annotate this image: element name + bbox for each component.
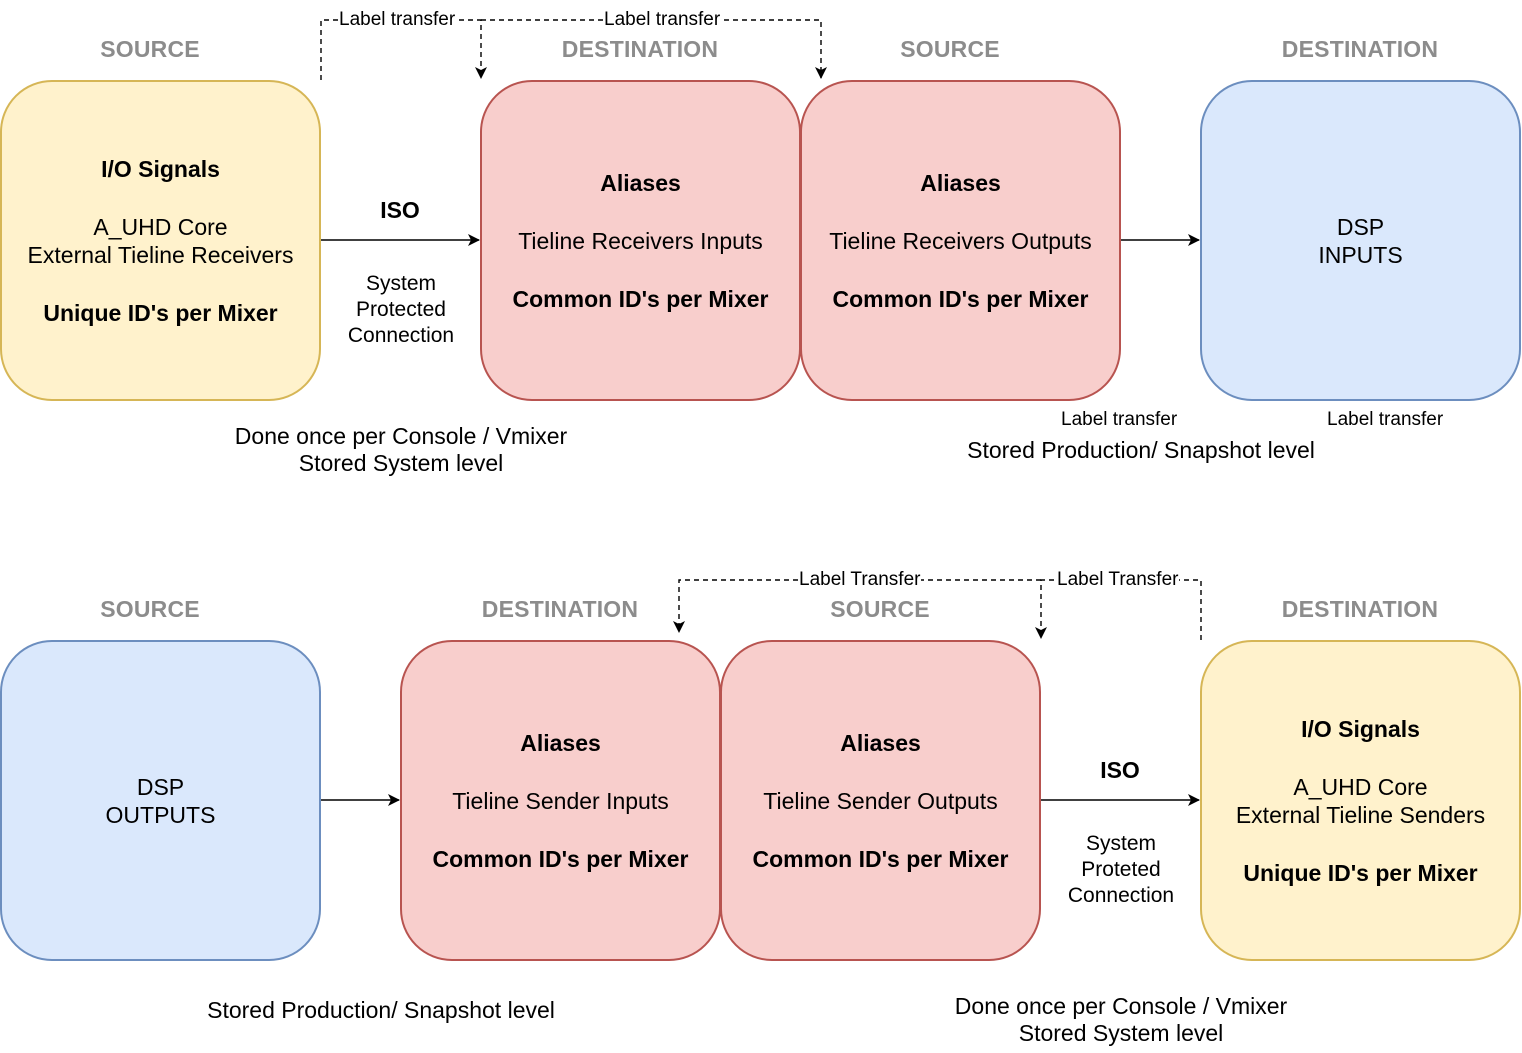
top-note-left-line-2: Stored System level [298,450,504,477]
bottom-io-title: I/O Signals [1301,715,1420,742]
bottom-io-id-text: Unique ID's per Mixer [1243,859,1478,886]
top-label-transfer-4: Label transfer [1326,409,1445,432]
top-alias-out-title: Aliases [920,169,1001,196]
top-label-transfer-1: Label transfer [338,9,457,32]
bottom-io-line1: A_UHD Core [1293,773,1428,800]
top-alias-in-title: Aliases [600,169,681,196]
bottom-system-connection: System Proteted Connection [1040,831,1202,909]
top-dsp-inputs-box: DSP INPUTS [1200,80,1521,401]
bottom-role-source-1: SOURCE [100,596,200,622]
bottom-label-transfer-2: Label Transfer [1056,569,1180,592]
bottom-io-signals-box: I/O Signals A_UHD Core External Tieline … [1200,640,1521,961]
top-role-source-2: SOURCE [900,36,1000,62]
top-iso-label: ISO [380,197,420,223]
top-system-line-2: Protected [356,298,446,321]
bottom-system-line-2: Proteted [1081,858,1161,881]
top-dsp-line2: INPUTS [1318,241,1403,268]
top-io-line2: External Tieline Receivers [27,241,294,268]
top-io-id-text: Unique ID's per Mixer [43,299,278,326]
bottom-system-line-1: System [1085,832,1156,855]
bottom-alias-in-title: Aliases [520,729,601,756]
top-label-transfer-line-2 [481,19,827,79]
top-system-line-1: System [365,272,436,295]
bottom-dsp-outputs-box: DSP OUTPUTS [0,640,321,961]
bottom-note-right-line-2: Stored System level [1018,1020,1224,1047]
bottom-note-right-line-1: Done once per Console / Vmixer [954,993,1288,1019]
bottom-role-destination-2: DESTINATION [1281,596,1439,622]
bottom-alias-in-id-text: Common ID's per Mixer [432,845,689,872]
bottom-iso-label: ISO [1100,757,1140,783]
bottom-role-destination-1: DESTINATION [481,596,639,622]
top-system-line-3: Connection [347,324,455,347]
bottom-alias-out-id-text: Common ID's per Mixer [752,845,1009,872]
bottom-role-source-2: SOURCE [830,596,930,622]
top-alias-inputs-box: Aliases Tieline Receivers Inputs Common … [480,80,801,401]
bottom-label-transfer-1: Label Transfer [798,569,922,592]
top-alias-in-desc: Tieline Receivers Inputs [518,227,763,254]
bottom-system-line-3: Connection [1067,884,1175,907]
top-role-source-1: SOURCE [100,36,200,62]
bottom-dsp-line1: DSP [136,773,185,800]
top-label-transfer-3: Label transfer [1060,409,1179,432]
bottom-alias-in-desc: Tieline Sender Inputs [452,787,669,814]
top-note-right: Stored Production/ Snapshot level [967,437,1315,463]
top-role-destination-2: DESTINATION [1281,36,1439,62]
top-io-signals-box: I/O Signals A_UHD Core External Tieline … [0,80,321,401]
bottom-alias-out-title: Aliases [840,729,921,756]
bottom-alias-inputs-box: Aliases Tieline Sender Inputs Common ID'… [400,640,721,961]
bottom-dsp-line2: OUTPUTS [105,801,216,828]
bottom-note-left: Stored Production/ Snapshot level [207,997,555,1023]
top-label-transfer-2: Label transfer [603,9,722,32]
top-alias-out-desc: Tieline Receivers Outputs [829,227,1092,254]
bottom-alias-out-desc: Tieline Sender Outputs [763,787,998,814]
top-io-title: I/O Signals [101,155,220,182]
top-note-left: Done once per Console / Vmixer Stored Sy… [200,423,602,477]
top-alias-in-id-text: Common ID's per Mixer [512,285,769,312]
top-note-left-line-1: Done once per Console / Vmixer [234,423,568,449]
top-io-line1: A_UHD Core [93,213,228,240]
top-system-connection: System Protected Connection [320,271,482,349]
top-dsp-line1: DSP [1336,213,1385,240]
top-alias-out-id-text: Common ID's per Mixer [832,285,1089,312]
bottom-alias-outputs-box: Aliases Tieline Sender Outputs Common ID… [720,640,1041,961]
bottom-io-line2: External Tieline Senders [1235,801,1486,828]
top-role-destination-1: DESTINATION [561,36,719,62]
top-alias-outputs-box: Aliases Tieline Receivers Outputs Common… [800,80,1121,401]
bottom-note-right: Done once per Console / Vmixer Stored Sy… [920,993,1322,1047]
